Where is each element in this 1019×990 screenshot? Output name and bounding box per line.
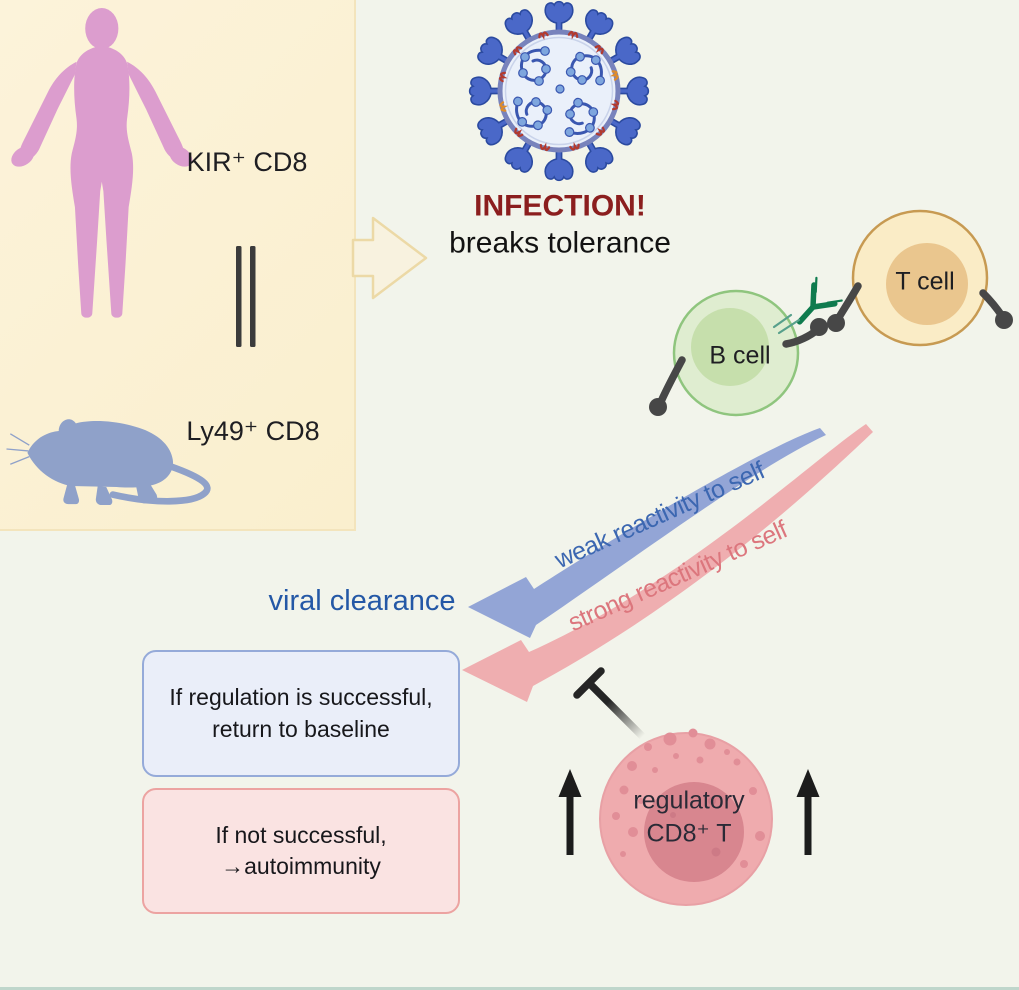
b-cell-label: B cell [709, 341, 771, 370]
regulatory-cell-label-line2: CD8⁺ T [646, 819, 732, 847]
t-cell-receptor-icon [979, 289, 1013, 329]
b-cell-icon [672, 289, 800, 417]
increase-arrow-icon [558, 769, 582, 855]
inhibition-icon [573, 667, 647, 741]
t-cell-label: T cell [895, 267, 955, 296]
viral-clearance-label: viral clearance [268, 585, 456, 618]
mouse-icon [6, 419, 211, 506]
bottom-border-rule [0, 987, 1019, 990]
human-silhouette-icon [11, 8, 193, 318]
failure-box-line2: →autoimmunity [221, 853, 381, 879]
success-box-line2: return to baseline [212, 715, 390, 742]
regulatory-cell-label: regulatory CD8⁺ T [633, 785, 744, 850]
flow-arrow-icon [351, 216, 428, 300]
equivalence-icon [236, 246, 256, 347]
infection-subtitle: breaks tolerance [449, 226, 671, 260]
regulation-failure-box: If not successful, →autoimmunity [142, 788, 460, 914]
virus-icon [468, 0, 650, 182]
regulation-success-box: If regulation is successful, return to b… [142, 650, 460, 777]
antibody-icon [772, 276, 843, 335]
increase-arrow-icon [796, 769, 820, 855]
regulatory-cell-label-line1: regulatory [633, 786, 745, 815]
weak-reactivity-arrow-icon [468, 428, 826, 638]
strong-reactivity-arrow-icon [462, 424, 873, 702]
t-cell-receptor-icon [827, 282, 862, 332]
success-box-line1: If regulation is successful, [169, 684, 433, 711]
t-cell-icon [851, 209, 989, 347]
mouse-cd8-label: Ly49⁺ CD8 [186, 416, 320, 447]
infection-title: INFECTION! [474, 189, 646, 223]
regulatory-cd8-cell-icon [599, 728, 773, 906]
failure-box-line1: If not successful, [215, 821, 387, 848]
b-cell-receptor-icon [649, 356, 686, 416]
b-cell-receptor-icon [782, 318, 828, 348]
human-cd8-label: KIR⁺ CD8 [186, 147, 308, 178]
